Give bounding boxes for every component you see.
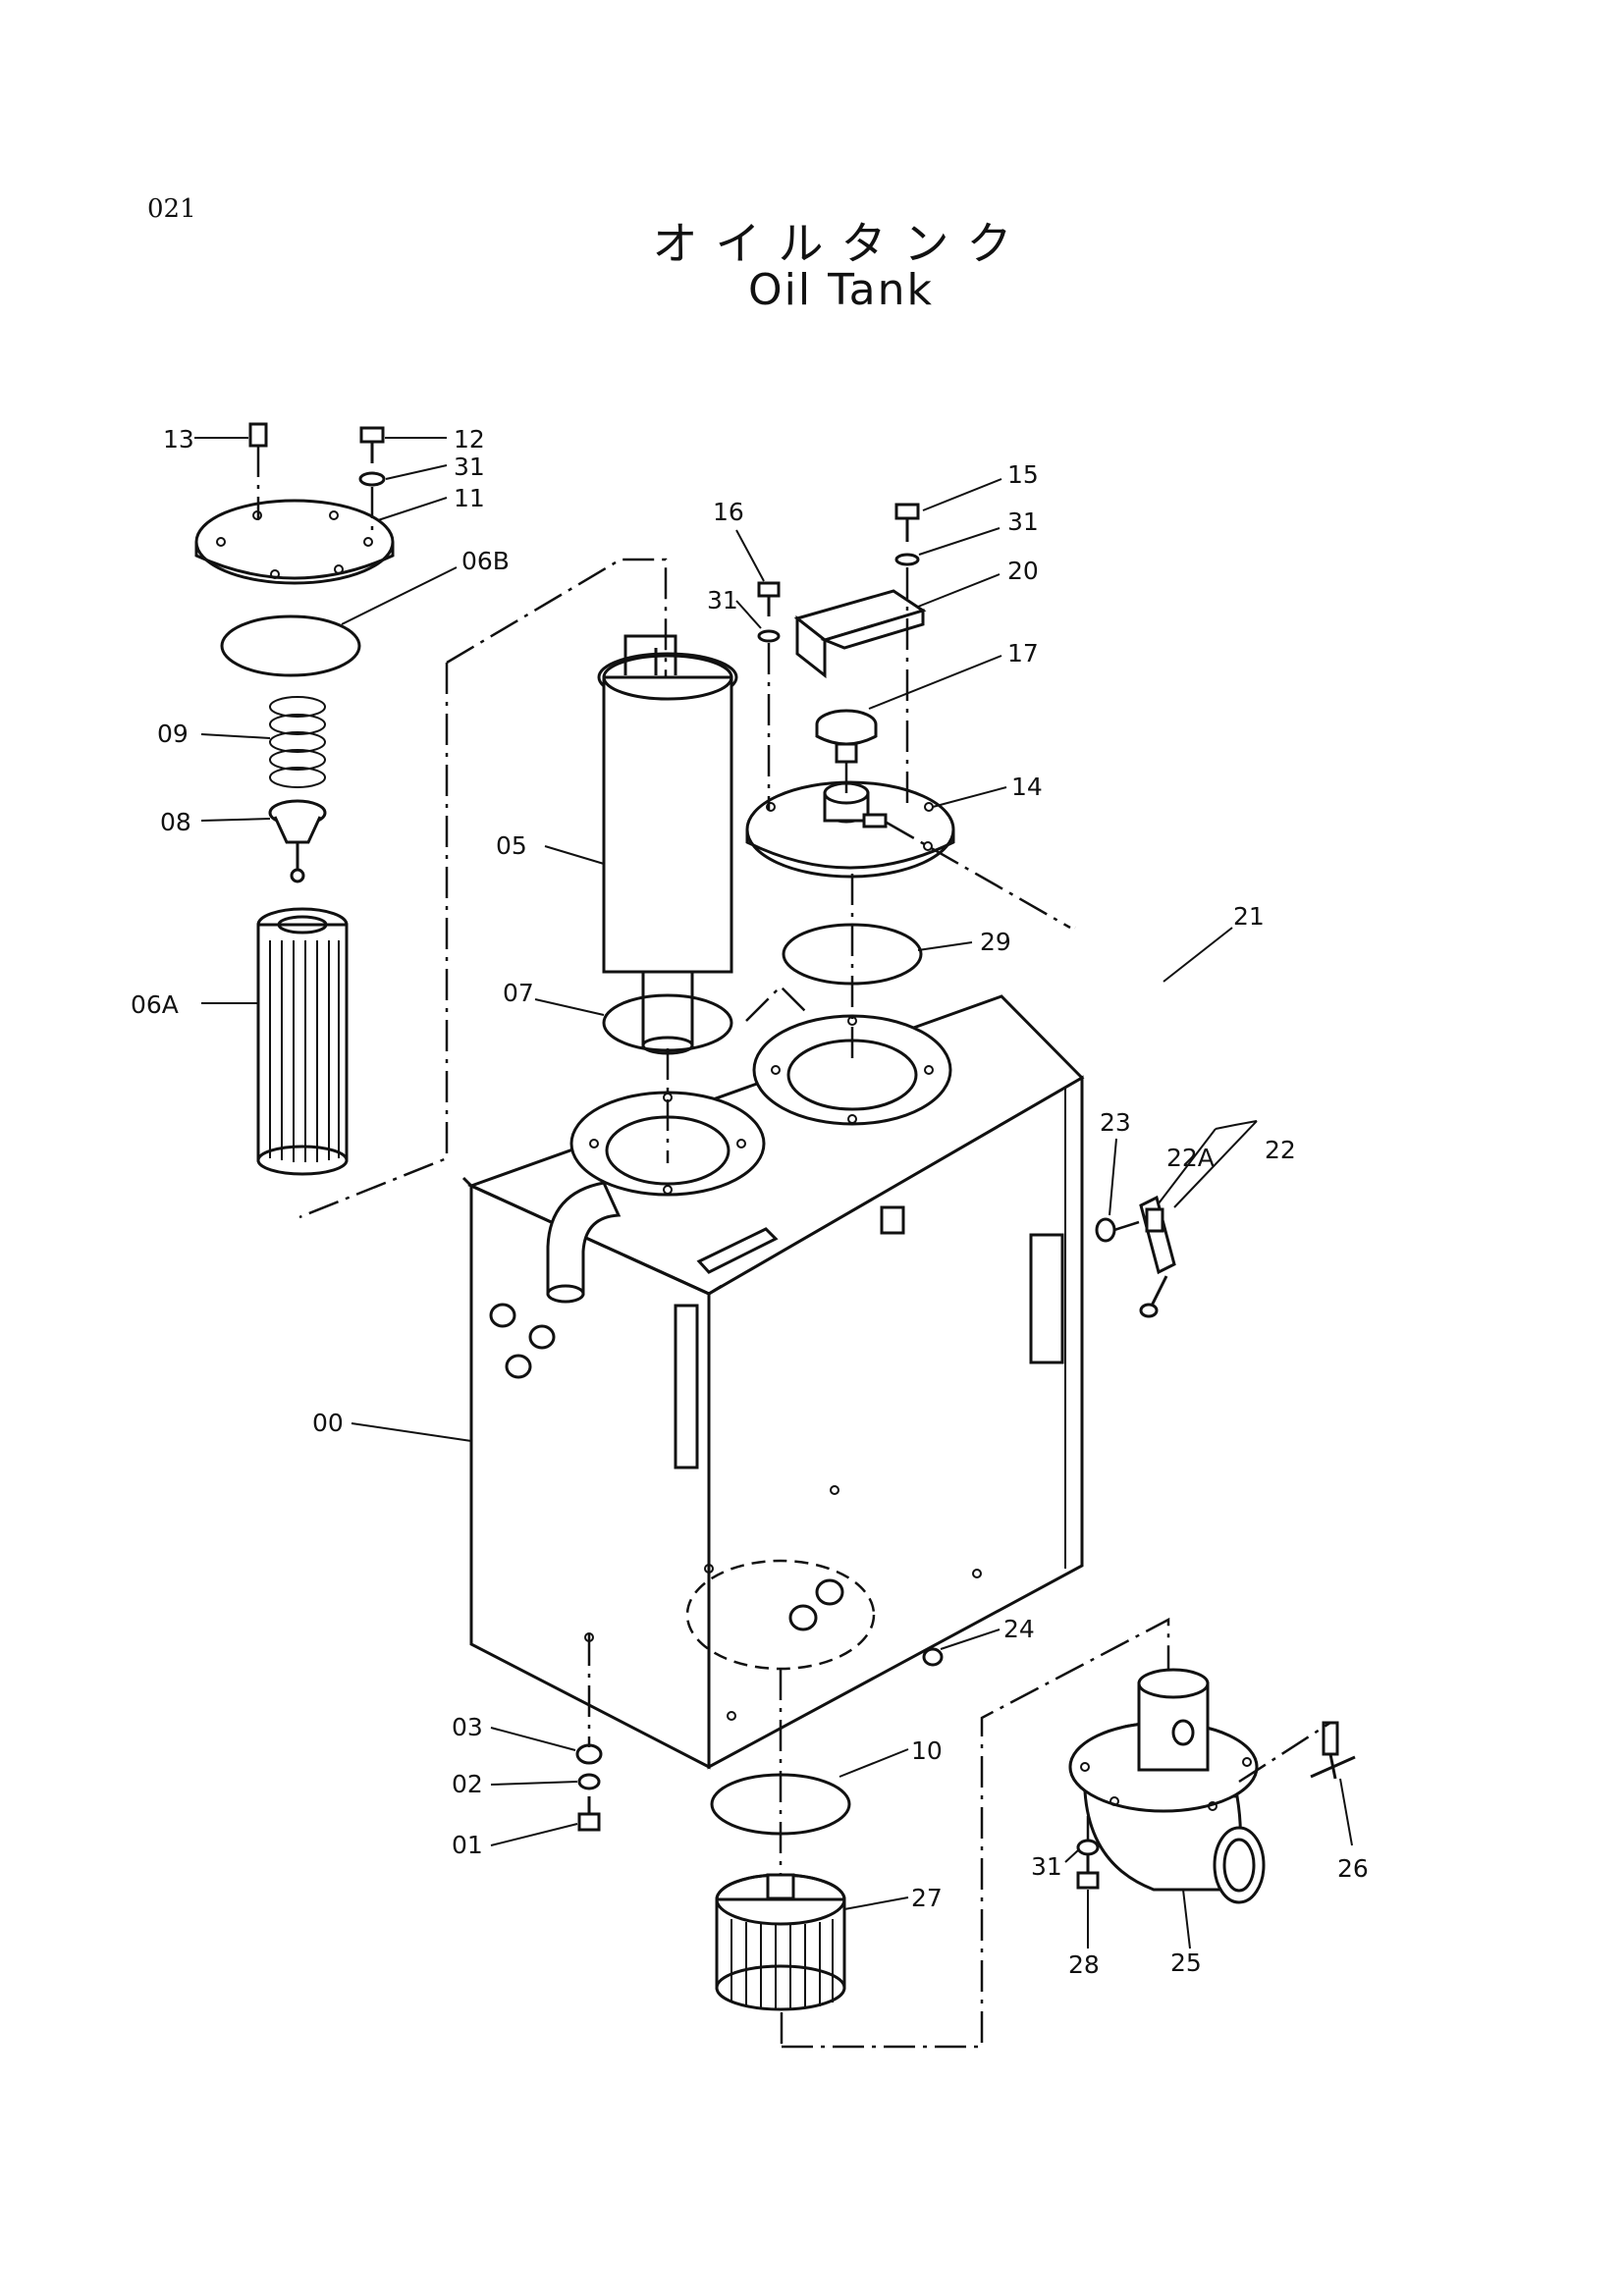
callout-31d: 31	[1031, 1852, 1062, 1881]
valve-08	[268, 799, 327, 883]
callout-05: 05	[496, 831, 527, 860]
callout-25: 25	[1170, 1949, 1202, 1977]
callout-22A: 22A	[1166, 1144, 1215, 1172]
bolt-01	[577, 1796, 601, 1832]
washer-31d	[1076, 1839, 1100, 1856]
callout-10: 10	[911, 1736, 943, 1765]
breather-flange-14	[745, 780, 955, 879]
pipe-21	[1073, 924, 1358, 1286]
callout-17: 17	[1007, 639, 1039, 667]
page-number: 021	[147, 194, 196, 224]
bolt-15	[894, 503, 920, 566]
diagram-title-english: Oil Tank	[748, 265, 934, 315]
callout-labels: 13 12 31 11 06B 09 08 06A 05 07 16 31 15…	[131, 425, 1369, 1979]
callout-26: 26	[1337, 1854, 1369, 1883]
callout-27: 27	[911, 1884, 943, 1912]
callout-31c: 31	[1007, 507, 1039, 536]
strainer-05	[597, 634, 738, 1055]
cover-11	[194, 499, 395, 585]
plug-13	[248, 422, 268, 448]
callout-20: 20	[1007, 557, 1039, 585]
element-06A	[256, 907, 349, 1176]
callout-31b: 31	[707, 586, 738, 614]
callout-31a: 31	[454, 453, 485, 481]
drain-cock-26	[1310, 1721, 1356, 1780]
level-gauge-22	[1139, 1195, 1176, 1318]
guard-20	[793, 589, 927, 679]
grommet-23	[1095, 1217, 1116, 1243]
bolt-12	[358, 426, 386, 487]
callout-23: 23	[1100, 1108, 1131, 1137]
cap-17	[815, 709, 878, 764]
callout-07: 07	[503, 979, 534, 1007]
callout-06A: 06A	[131, 990, 179, 1019]
callout-01: 01	[452, 1831, 483, 1859]
callout-11: 11	[454, 484, 485, 512]
plug-24	[922, 1647, 944, 1667]
leader-lines	[194, 437, 1353, 1949]
callout-00: 00	[312, 1409, 344, 1437]
callout-02: 02	[452, 1770, 483, 1798]
filter-housing-flange	[546, 1091, 766, 1304]
o-ring-06B	[220, 614, 361, 677]
callout-21: 21	[1233, 902, 1265, 931]
suction-elbow-25	[1068, 1668, 1266, 1904]
callout-22: 22	[1265, 1136, 1296, 1164]
callout-29: 29	[980, 928, 1011, 956]
washer-02	[577, 1773, 601, 1790]
callout-24: 24	[1003, 1615, 1035, 1643]
bolt-16	[757, 581, 781, 643]
callout-03: 03	[452, 1713, 483, 1741]
callout-16: 16	[713, 498, 744, 526]
callout-08: 08	[160, 808, 191, 836]
tank-body	[461, 994, 1085, 1770]
strainer-27	[715, 1873, 846, 2011]
callout-13: 13	[163, 425, 194, 454]
callout-28: 28	[1068, 1950, 1100, 1979]
callout-14: 14	[1011, 773, 1043, 801]
spring-09	[269, 696, 326, 788]
callout-15: 15	[1007, 460, 1039, 489]
diagram-title-japanese: オイルタンク	[652, 217, 1030, 270]
washer-03	[575, 1743, 603, 1765]
bolt-28	[1076, 1855, 1100, 1890]
callout-09: 09	[157, 720, 189, 748]
callout-06B: 06B	[461, 547, 510, 575]
callout-12: 12	[454, 425, 485, 454]
assembly-lines	[256, 446, 1331, 2049]
